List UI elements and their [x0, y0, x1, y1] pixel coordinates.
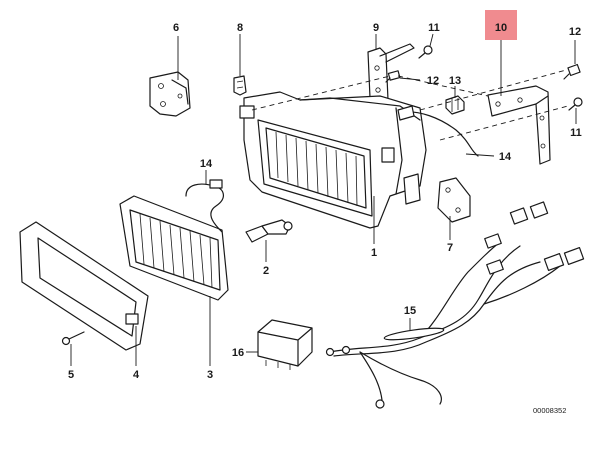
- bracket-part-6: [149, 71, 191, 117]
- callout-12-right: 12: [569, 26, 581, 38]
- callout-16: 16: [232, 347, 244, 359]
- bulb-wire-part-14: [185, 183, 224, 233]
- screw-part-12-right: [563, 63, 581, 80]
- housing-wire: [399, 111, 479, 157]
- callout-2: 2: [263, 265, 269, 277]
- screw-part-11-top: [418, 45, 433, 59]
- callout-11-right: 11: [570, 127, 582, 139]
- leader-14b: [465, 153, 495, 157]
- bracket-part-7: [437, 177, 471, 223]
- bracket-part-10: [487, 85, 551, 165]
- callout-1: 1: [371, 247, 377, 259]
- clip-part-8: [233, 75, 247, 96]
- callout-11-top: 11: [428, 22, 440, 34]
- screw-part-11-right: [568, 97, 583, 111]
- callout-15: 15: [404, 305, 416, 317]
- relay-part-16: [257, 319, 313, 370]
- screw-part-5: [61, 331, 85, 346]
- drawing-code: 00008352: [533, 406, 566, 415]
- wiring-harness-part-15: [325, 201, 585, 409]
- callout-10-highlight: [485, 10, 517, 40]
- callout-4: 4: [133, 369, 140, 381]
- alignment-line-a: [251, 75, 391, 111]
- housing-wire-connector: [397, 105, 415, 121]
- screw-part-12-left: [385, 70, 401, 83]
- callout-10: 10: [495, 22, 507, 34]
- housing-lens-ribs: [275, 131, 358, 207]
- bulb-wire-plug: [209, 179, 223, 189]
- alignment-line-b: [397, 75, 489, 97]
- connector-part-13: [445, 95, 465, 115]
- bracket-part-9: [367, 43, 415, 105]
- alignment-line-c: [419, 69, 567, 111]
- lens-ribs: [139, 213, 213, 289]
- callout-14-left: 14: [200, 158, 213, 170]
- leader-11a: [429, 33, 434, 47]
- callout-8: 8: [237, 22, 243, 34]
- frame-part-4: [19, 221, 149, 351]
- callout-7: 7: [447, 242, 453, 254]
- callout-13: 13: [449, 75, 461, 87]
- callout-5: 5: [68, 369, 74, 381]
- housing-part-1: [239, 91, 427, 229]
- alignment-line-d: [439, 105, 569, 141]
- callout-14-right: 14: [499, 151, 512, 163]
- lens-part-3: [119, 195, 229, 301]
- bulb-part-2: [245, 219, 293, 243]
- callout-12-left: 12: [427, 75, 439, 87]
- callout-6: 6: [173, 22, 179, 34]
- callout-3: 3: [207, 369, 213, 381]
- callout-9: 9: [373, 22, 379, 34]
- leader-12a: [399, 77, 421, 81]
